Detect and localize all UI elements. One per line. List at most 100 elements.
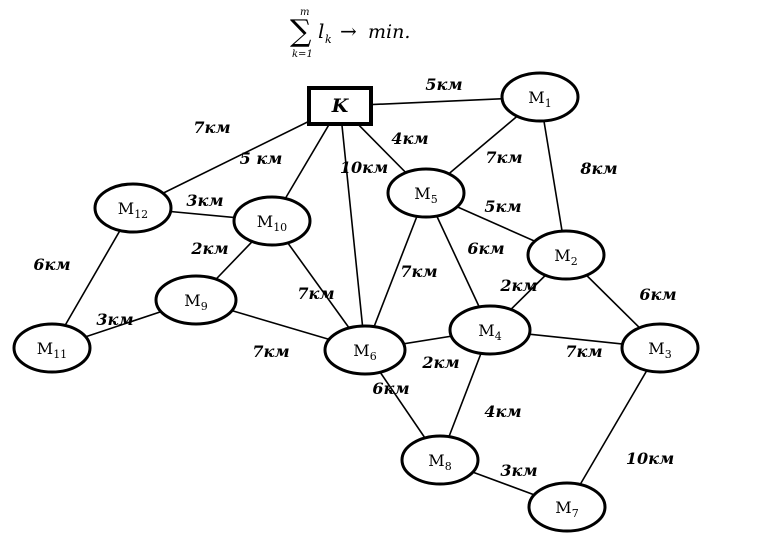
node-m5-letter: M	[414, 184, 430, 203]
node-m6-letter: M	[353, 341, 369, 360]
node-m3-subscript: 3	[665, 348, 672, 361]
node-m6: M6	[323, 324, 407, 376]
node-k-label: K	[331, 95, 350, 117]
node-m7-subscript: 7	[572, 507, 579, 520]
node-m2-subscript: 2	[571, 255, 578, 268]
edge-label-m12-m10: 3км	[186, 191, 223, 210]
node-m5-subscript: 5	[431, 193, 438, 206]
node-m2-letter: M	[554, 246, 570, 265]
node-m1-letter: M	[528, 88, 544, 107]
edge-label-m6-m4: 2км	[421, 353, 459, 372]
edge-label-m10-m6: 7км	[297, 284, 334, 303]
node-m8-letter: M	[428, 451, 444, 470]
node-m4-subscript: 4	[495, 330, 502, 343]
node-m12-subscript: 12	[134, 208, 148, 221]
node-m12-label: M12	[118, 199, 148, 221]
edge-m5-m6	[364, 192, 427, 351]
edge-label-m2-m3: 6км	[639, 285, 676, 304]
node-m3-letter: M	[648, 339, 664, 358]
node-m6-shape	[323, 324, 407, 376]
edge-label-k-m6: 10км	[340, 158, 388, 177]
node-m1-shape	[500, 71, 580, 123]
edge-label-m5-m4: 6км	[467, 239, 504, 258]
node-m12-letter: M	[118, 199, 134, 218]
node-m6-subscript: 6	[370, 350, 377, 363]
node-k-shape	[307, 86, 373, 126]
edge-label-m9-m11: 3км	[96, 310, 133, 329]
edge-label-m9-m6: 7км	[252, 342, 289, 361]
formula-term-sub: k	[325, 33, 332, 46]
edge-m1-m2	[539, 96, 567, 256]
node-m9-label: M9	[184, 291, 207, 313]
edge-label-m12-m11: 6км	[33, 255, 70, 274]
edge-k-m6	[339, 105, 366, 351]
node-m8-label: M8	[428, 451, 451, 473]
node-m4: M4	[448, 304, 532, 356]
node-m3-label: M3	[648, 339, 671, 361]
node-m1-label: M1	[528, 88, 551, 110]
node-m7-letter: M	[555, 498, 571, 517]
node-m11-shape	[12, 322, 92, 374]
node-m8-shape	[400, 434, 480, 486]
node-m5: M5	[386, 167, 466, 219]
edge-label-m2-m4: 2км	[499, 276, 537, 295]
edge-m3-m7	[566, 347, 661, 508]
formula-rhs: min.	[368, 21, 410, 43]
node-m9-shape	[154, 274, 238, 326]
edge-label-m5-m2: 5км	[484, 197, 521, 216]
node-m4-shape	[448, 304, 532, 356]
edge-label-m5-m6: 7км	[400, 262, 437, 281]
node-m3: M3	[620, 322, 700, 374]
edge-label-m4-m3: 7км	[565, 342, 602, 361]
edge-label-k-m1: 5км	[425, 75, 462, 94]
edge-label-m1-m5: 7км	[485, 148, 522, 167]
node-m11-label: M11	[37, 339, 67, 361]
node-m2-label: M2	[554, 246, 577, 268]
node-m7-label: M7	[555, 498, 578, 520]
node-m11: M11	[12, 322, 92, 374]
edge-label-m6-m8: 6км	[372, 379, 409, 398]
node-m10-shape	[232, 195, 312, 247]
edge-label-m8-m7: 3км	[500, 461, 537, 480]
node-m11-letter: M	[37, 339, 53, 358]
node-m10: M10	[232, 195, 312, 247]
edge-label-k-m12: 7км	[193, 118, 230, 137]
node-m10-label: M10	[257, 212, 287, 234]
node-m9-letter: M	[184, 291, 200, 310]
node-m9: M9	[154, 274, 238, 326]
formula-upper-limit: m	[300, 7, 309, 18]
edge-label-k-m5: 4км	[391, 129, 428, 148]
node-m9-subscript: 9	[201, 300, 208, 313]
node-m12: M12	[93, 182, 173, 234]
node-m12-shape	[93, 182, 173, 234]
edge-k-m12	[132, 105, 341, 209]
node-m5-shape	[386, 167, 466, 219]
formula-sum-symbol: ∑	[290, 14, 312, 49]
node-m3-shape	[620, 322, 700, 374]
formula: ∑ m k=1 l k → min.	[290, 7, 410, 60]
edge-label-m4-m8: 4км	[484, 402, 521, 421]
node-m1: M1	[500, 71, 580, 123]
node-m6-label: M6	[353, 341, 376, 363]
node-m2-shape	[526, 229, 606, 281]
node-m7: M7	[527, 481, 607, 533]
edge-label-m3-m7: 10км	[626, 449, 674, 468]
edge-label-k-m10: 5 км	[240, 149, 283, 168]
node-m2: M2	[526, 229, 606, 281]
node-m10-subscript: 10	[273, 221, 287, 234]
node-m5-label: M5	[414, 184, 437, 206]
node-m10-letter: M	[257, 212, 273, 231]
node-m1-subscript: 1	[545, 97, 552, 110]
edge-label-m10-m9: 2км	[190, 239, 228, 258]
node-m8: M8	[400, 434, 480, 486]
node-m8-subscript: 8	[445, 460, 452, 473]
node-m11-subscript: 11	[53, 348, 67, 361]
node-m4-letter: M	[478, 321, 494, 340]
formula-arrow: →	[340, 19, 357, 43]
node-k: K	[307, 86, 373, 126]
edge-label-m1-m2: 8км	[579, 159, 617, 178]
formula-term: l	[318, 19, 324, 43]
